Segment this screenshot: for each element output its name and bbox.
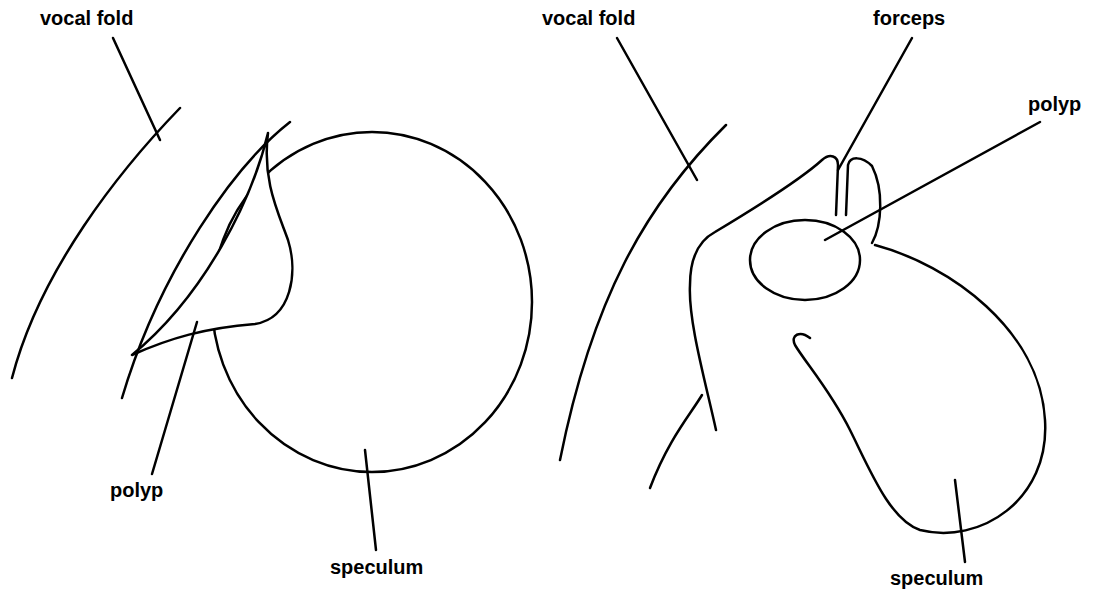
leader-line [113, 38, 160, 140]
part-label: vocal fold [542, 6, 635, 30]
leader-line [365, 450, 376, 550]
leader-line [152, 322, 197, 474]
leader-line [955, 480, 965, 562]
polyp-outline [132, 133, 292, 355]
part-label: polyp [1028, 92, 1081, 116]
part-label: speculum [890, 566, 983, 590]
forceps-outline [846, 158, 880, 243]
forceps-outline [690, 156, 838, 430]
part-label: vocal fold [40, 6, 133, 30]
leader-line [617, 38, 697, 180]
polyp-outline [750, 220, 860, 300]
part-label: speculum [330, 555, 423, 579]
leader-line [825, 122, 1040, 240]
vocal-fold-outline [560, 125, 726, 460]
vocal-fold-outline [650, 395, 702, 488]
part-label: forceps [873, 6, 945, 30]
part-label: polyp [110, 478, 163, 502]
leader-line [838, 38, 912, 170]
